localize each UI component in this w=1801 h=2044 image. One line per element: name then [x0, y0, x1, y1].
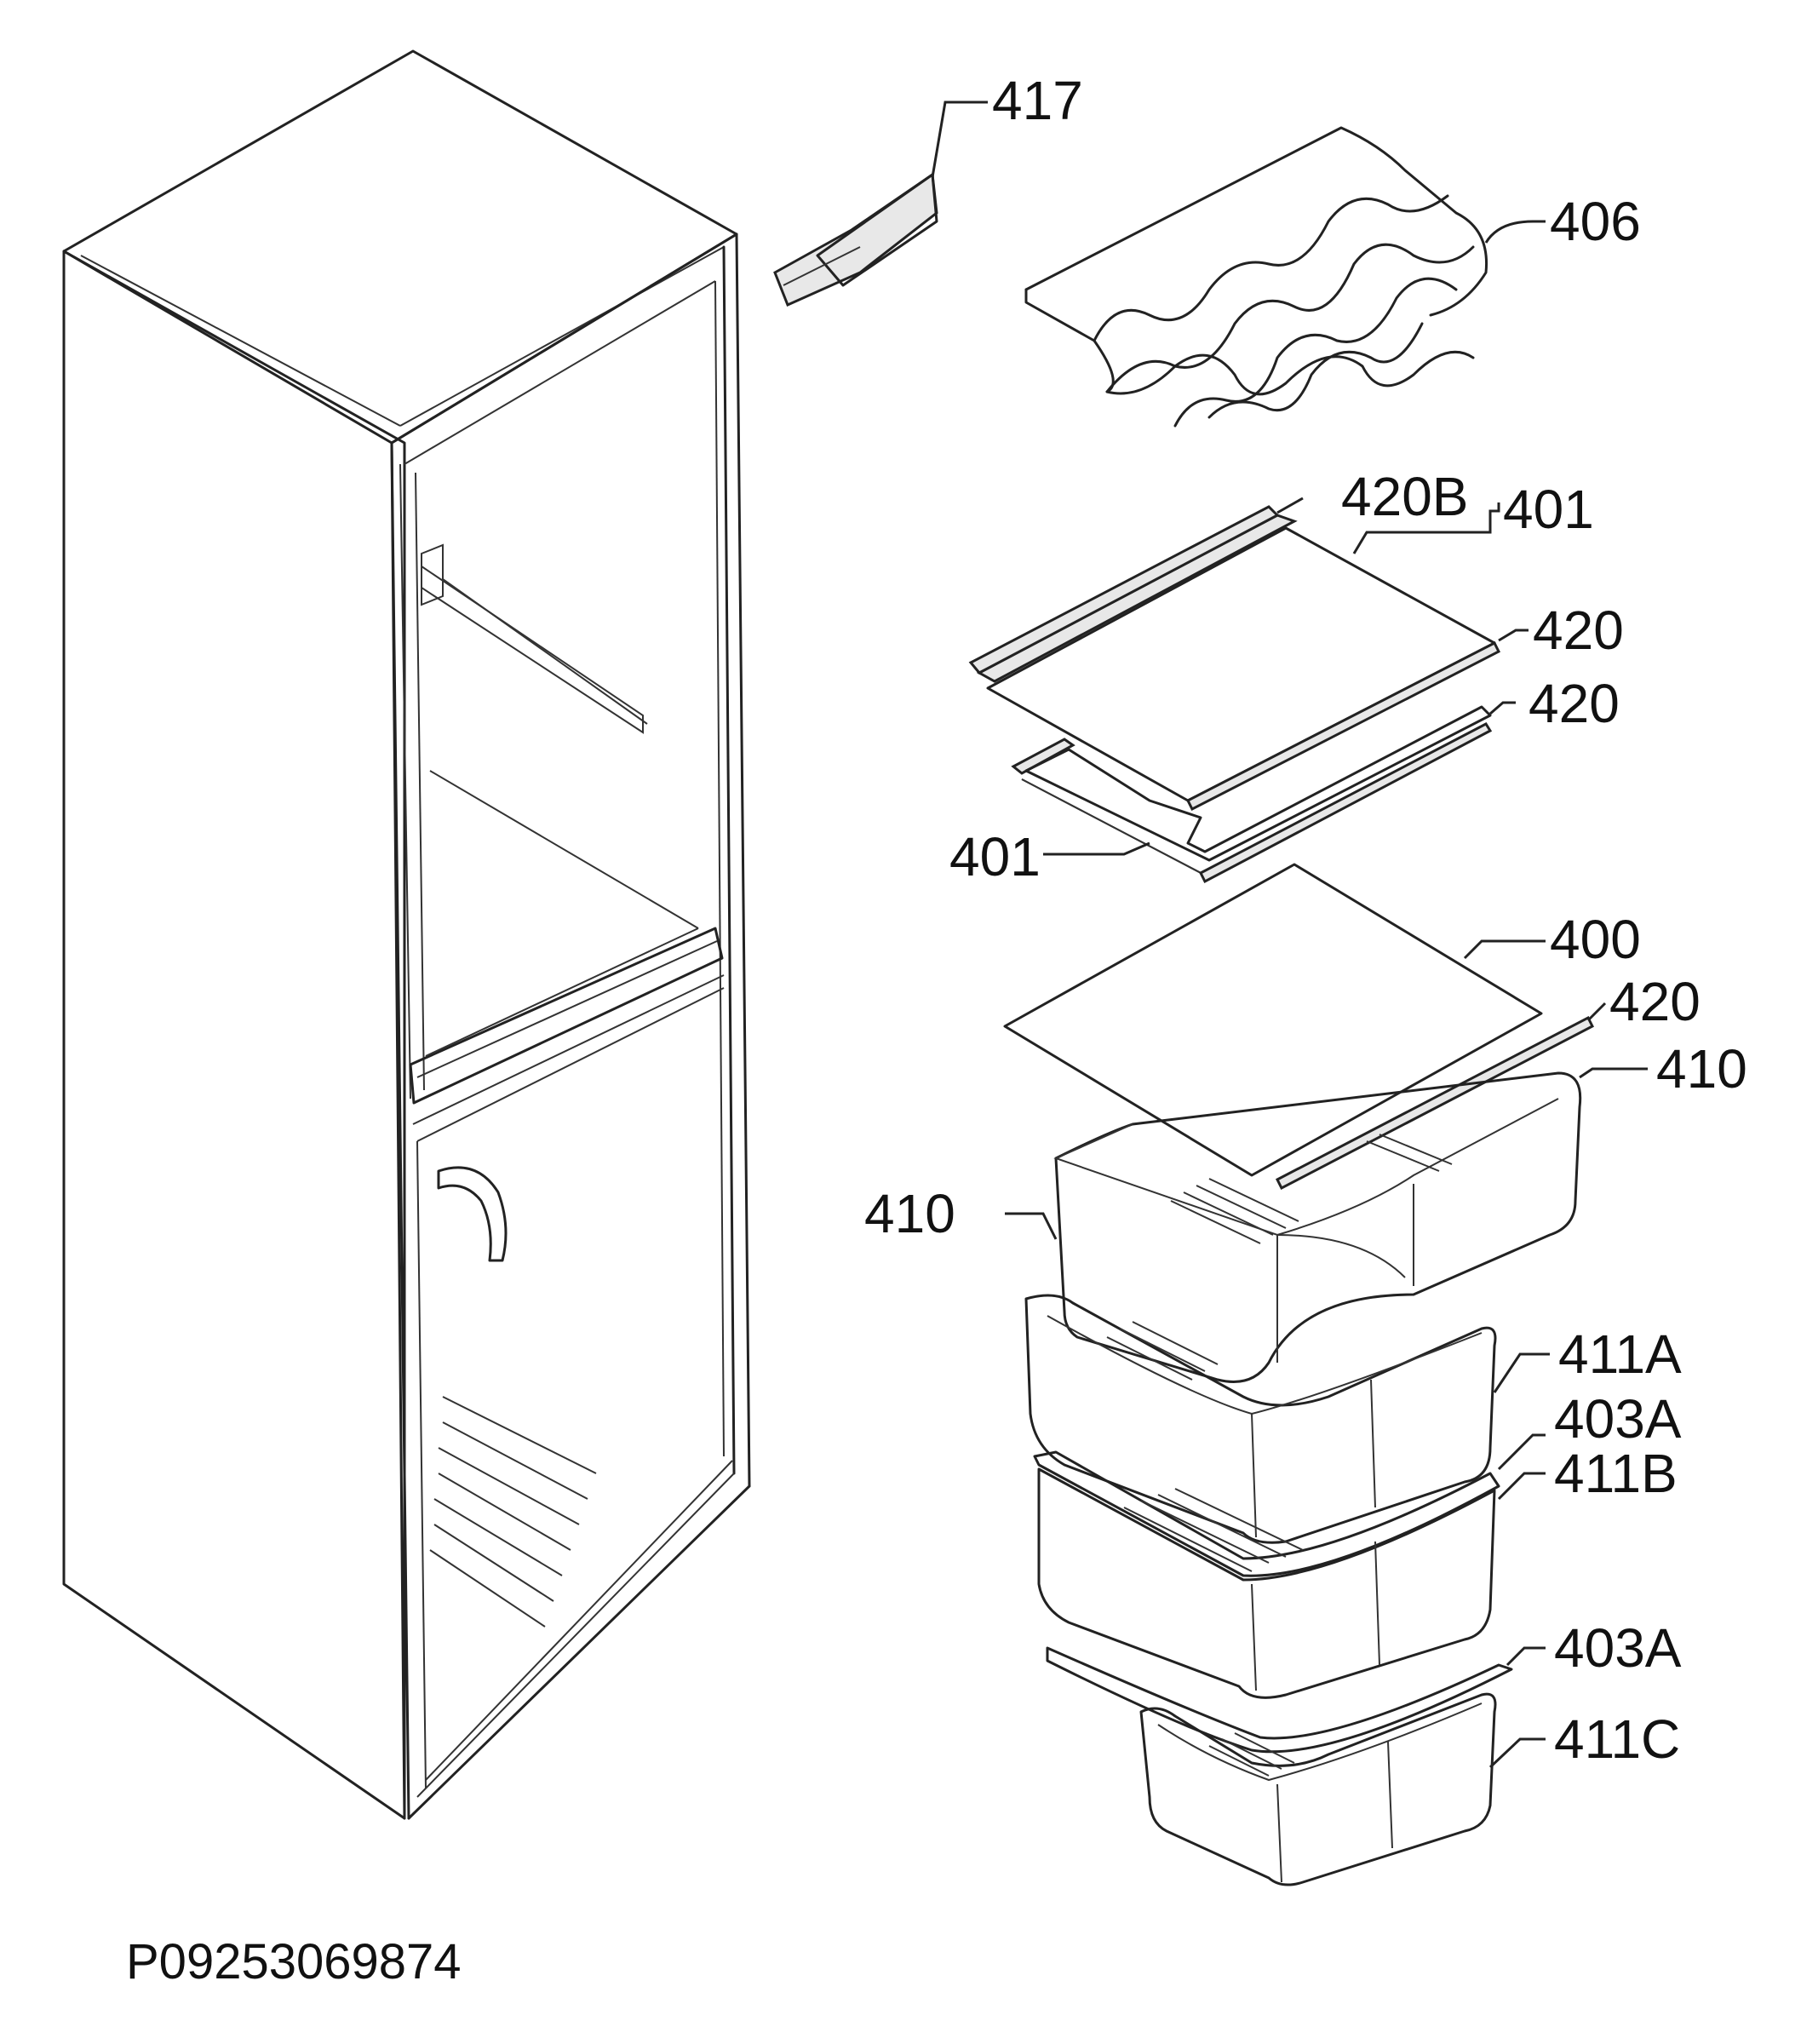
part-411b-drawer: [1037, 1467, 1496, 1699]
label-403a-2: 403A: [1554, 1617, 1682, 1679]
leader-lines: [931, 100, 1648, 1769]
label-420b: 420B: [1341, 466, 1468, 527]
label-401-mid: 401: [949, 826, 1041, 887]
label-411a: 411A: [1558, 1323, 1682, 1385]
label-410-right: 410: [1656, 1038, 1747, 1100]
label-411b: 411B: [1554, 1443, 1678, 1504]
label-400: 400: [1550, 909, 1641, 970]
part-401-upper-shelf-assembly: [968, 505, 1501, 812]
part-403a-glass-upper: [1033, 1450, 1500, 1577]
part-401-middle-shelf-assembly: [1011, 705, 1493, 884]
cabinet-top: [62, 49, 738, 445]
freezer-hook: [437, 1166, 508, 1262]
label-420-1: 420: [1533, 600, 1624, 661]
part-labels: 417 406 420B 401 420 420 401 400 420 410…: [864, 70, 1747, 1770]
part-400-glass-cover: [1003, 863, 1595, 1191]
freezer-floor-ribs: [429, 1396, 597, 1628]
part-411a-drawer: [1024, 1294, 1497, 1544]
part-406-bottle-rack: [1024, 126, 1488, 428]
fridge-cabinet: [62, 49, 751, 1820]
part-410-crisper-drawer: [1053, 1071, 1582, 1383]
label-417: 417: [992, 70, 1083, 131]
part-417-bracket: [773, 172, 938, 307]
label-410-left: 410: [864, 1183, 955, 1244]
cabinet-left-side: [62, 250, 406, 1820]
part-411c-drawer: [1139, 1692, 1497, 1886]
diagram-code: P09253069874: [126, 1934, 462, 1989]
trim-420-upper: [1185, 640, 1501, 812]
part-403a-glass-lower: [1046, 1646, 1513, 1754]
label-411c: 411C: [1554, 1708, 1680, 1770]
label-420-3: 420: [1609, 971, 1701, 1032]
trim-420-lower: [1275, 1015, 1595, 1191]
label-401-top: 401: [1503, 479, 1594, 540]
label-403a-1: 403A: [1554, 1388, 1682, 1450]
trim-420b: [976, 514, 1298, 683]
trim-420-middle: [1198, 722, 1493, 884]
label-420-2: 420: [1529, 673, 1620, 734]
label-406: 406: [1550, 191, 1641, 252]
cabinet-divider: [409, 927, 724, 1105]
